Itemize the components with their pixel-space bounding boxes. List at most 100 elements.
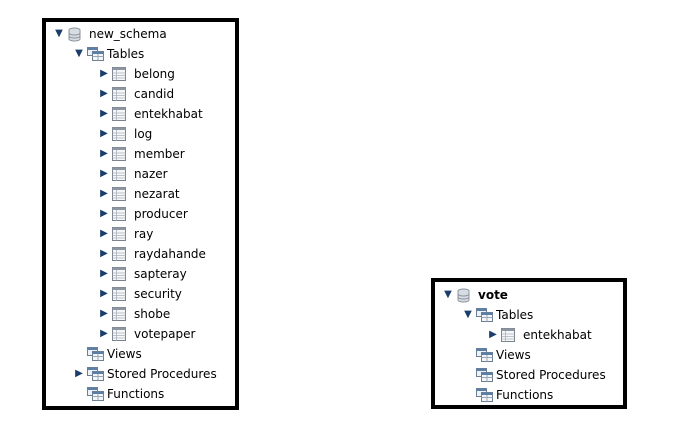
- collapse-arrow-icon[interactable]: ▶: [100, 108, 108, 119]
- table-name: votepaper: [134, 327, 196, 341]
- expand-arrow-icon[interactable]: ▼: [444, 289, 452, 300]
- table-icon: [112, 247, 126, 261]
- table-folder-icon: [476, 348, 493, 362]
- functions-label: Functions: [107, 387, 165, 401]
- expand-arrow-icon[interactable]: ▼: [464, 309, 472, 320]
- table-folder-icon-wrap: [87, 384, 104, 404]
- collapse-arrow-icon[interactable]: ▶: [100, 128, 108, 139]
- table-name: nazer: [134, 167, 168, 181]
- table-icon: [112, 127, 126, 141]
- table-icon-wrap: [112, 264, 126, 284]
- table-icon: [112, 167, 126, 181]
- table-folder-icon: [476, 368, 493, 382]
- table-name: shobe: [134, 307, 171, 321]
- table-node-candid[interactable]: ▶ candid: [46, 84, 235, 104]
- collapse-arrow-icon[interactable]: ▶: [100, 148, 108, 159]
- table-name: member: [134, 147, 185, 161]
- table-name: entekhabat: [134, 107, 203, 121]
- collapse-arrow-icon[interactable]: ▶: [489, 329, 497, 340]
- table-icon-wrap: [112, 184, 126, 204]
- expand-arrow-icon[interactable]: ▼: [75, 48, 83, 59]
- tables-label: Tables: [107, 47, 145, 61]
- collapse-arrow-icon[interactable]: ▶: [100, 228, 108, 239]
- table-folder-icon: [476, 308, 493, 322]
- views-node[interactable]: Views: [435, 345, 623, 365]
- table-node-entekhabat[interactable]: ▶ entekhabat: [46, 104, 235, 124]
- table-icon-wrap: [112, 304, 126, 324]
- functions-node[interactable]: Functions: [435, 385, 623, 405]
- collapse-arrow-icon[interactable]: ▶: [100, 248, 108, 259]
- table-node-votepaper[interactable]: ▶ votepaper: [46, 324, 235, 344]
- views-label: Views: [107, 347, 142, 361]
- table-name: sapteray: [134, 267, 187, 281]
- table-folder-icon: [87, 367, 104, 381]
- table-name: belong: [134, 67, 175, 81]
- table-folder-icon-wrap: [476, 345, 493, 365]
- table-folder-icon: [476, 388, 493, 402]
- table-icon: [112, 307, 126, 321]
- functions-node[interactable]: Functions: [46, 384, 235, 404]
- table-folder-icon-wrap: [87, 364, 104, 384]
- collapse-arrow-icon[interactable]: ▶: [100, 168, 108, 179]
- table-node-producer[interactable]: ▶ producer: [46, 204, 235, 224]
- schema-name: vote: [478, 288, 508, 302]
- table-node-member[interactable]: ▶ member: [46, 144, 235, 164]
- schema-node-new-schema[interactable]: ▼ new_schema: [46, 24, 235, 44]
- collapse-arrow-icon[interactable]: ▶: [100, 188, 108, 199]
- collapse-arrow-icon[interactable]: ▶: [100, 268, 108, 279]
- collapse-arrow-icon[interactable]: ▶: [100, 208, 108, 219]
- schema-name: new_schema: [89, 27, 167, 41]
- table-node-belong[interactable]: ▶ belong: [46, 64, 235, 84]
- schema-tree: ▼ vote ▼ Tables ▶ entekhabat: [435, 282, 623, 405]
- schema-node-vote[interactable]: ▼ vote: [435, 285, 623, 305]
- table-folder-icon-wrap: [87, 44, 104, 64]
- table-folder-icon: [87, 347, 104, 361]
- table-icon: [112, 327, 126, 341]
- table-icon-wrap: [112, 224, 126, 244]
- table-name: entekhabat: [523, 328, 592, 342]
- schema-navigator-new-schema: ▼ new_schema ▼ Tables ▶ belong ▶: [42, 18, 239, 410]
- table-node-log[interactable]: ▶ log: [46, 124, 235, 144]
- table-icon-wrap: [112, 324, 126, 344]
- table-name: candid: [134, 87, 175, 101]
- table-icon: [112, 267, 126, 281]
- expand-arrow-icon[interactable]: ▼: [55, 28, 63, 39]
- table-folder-icon-wrap: [476, 385, 493, 405]
- collapse-arrow-icon[interactable]: ▶: [100, 328, 108, 339]
- stored-procedures-label: Stored Procedures: [496, 368, 606, 382]
- functions-label: Functions: [496, 388, 554, 402]
- views-label: Views: [496, 348, 531, 362]
- table-icon-wrap: [112, 64, 126, 84]
- collapse-arrow-icon[interactable]: ▶: [100, 288, 108, 299]
- table-icon: [112, 147, 126, 161]
- collapse-arrow-icon[interactable]: ▶: [100, 68, 108, 79]
- table-node-ray[interactable]: ▶ ray: [46, 224, 235, 244]
- table-icon: [112, 187, 126, 201]
- table-icon-wrap: [112, 244, 126, 264]
- views-node[interactable]: Views: [46, 344, 235, 364]
- table-folder-icon-wrap: [476, 305, 493, 325]
- table-node-sapteray[interactable]: ▶ sapteray: [46, 264, 235, 284]
- schema-tree: ▼ new_schema ▼ Tables ▶ belong ▶: [46, 22, 235, 404]
- stored-procedures-node[interactable]: Stored Procedures: [435, 365, 623, 385]
- table-node-raydahande[interactable]: ▶ raydahande: [46, 244, 235, 264]
- tables-label: Tables: [496, 308, 534, 322]
- table-node-shobe[interactable]: ▶ shobe: [46, 304, 235, 324]
- tables-node[interactable]: ▼ Tables: [46, 44, 235, 64]
- collapse-arrow-icon[interactable]: ▶: [100, 88, 108, 99]
- table-icon-wrap: [112, 84, 126, 104]
- table-name: raydahande: [134, 247, 206, 261]
- table-icon-wrap: [501, 325, 515, 345]
- tables-node[interactable]: ▼ Tables: [435, 305, 623, 325]
- table-folder-icon: [87, 387, 104, 401]
- table-node-nazer[interactable]: ▶ nazer: [46, 164, 235, 184]
- table-node-security[interactable]: ▶ security: [46, 284, 235, 304]
- stored-procedures-label: Stored Procedures: [107, 367, 217, 381]
- collapse-arrow-icon[interactable]: ▶: [100, 308, 108, 319]
- table-node-nezarat[interactable]: ▶ nezarat: [46, 184, 235, 204]
- table-node-entekhabat[interactable]: ▶ entekhabat: [435, 325, 623, 345]
- table-icon: [501, 328, 515, 342]
- stored-procedures-node[interactable]: ▶ Stored Procedures: [46, 364, 235, 384]
- collapse-arrow-icon[interactable]: ▶: [75, 368, 83, 379]
- table-name: log: [134, 127, 153, 141]
